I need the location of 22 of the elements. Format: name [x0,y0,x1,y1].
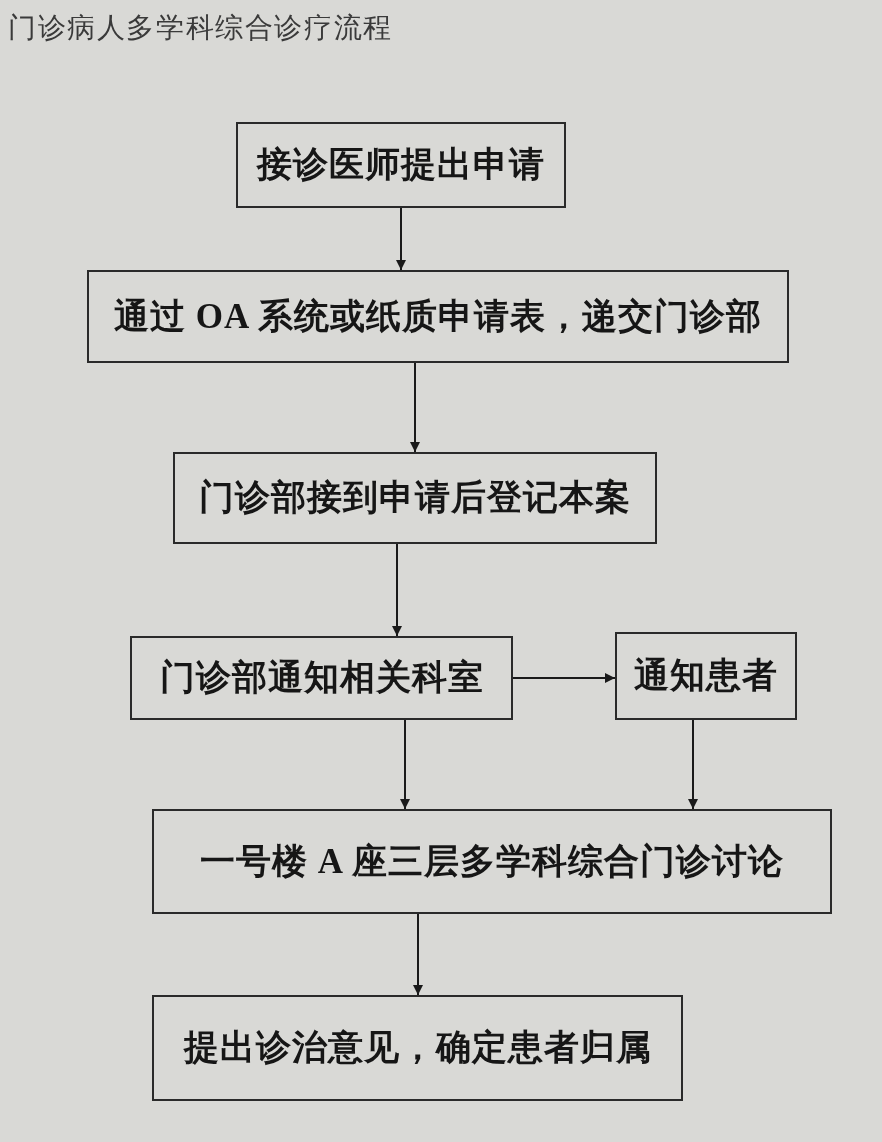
arrow [392,543,402,637]
arrow [410,362,420,453]
process-box [236,122,566,208]
process-box [152,809,832,914]
step-text: 接诊医师提出申请 [257,144,545,187]
step-text: 一号楼 A 座三层多学科综合门诊讨论 [200,840,784,883]
step-text: 门诊部接到申请后登记本案 [199,477,631,520]
process-box [152,995,683,1101]
process-box [173,452,657,544]
step-text: 门诊部通知相关科室 [159,657,484,700]
arrow [396,207,406,271]
arrow [512,673,616,683]
arrow [400,719,410,810]
step-text: 通知患者 [634,655,778,698]
arrow [413,913,423,996]
process-box [130,636,513,720]
step-text: 提出诊治意见，确定患者归属 [183,1027,652,1070]
process-box [87,270,789,363]
title: 门诊病人多学科综合诊疗流程 [8,14,393,42]
step-text: 通过 OA 系统或纸质申请表，递交门诊部 [113,295,763,338]
arrow [688,719,698,810]
process-box [615,632,797,720]
